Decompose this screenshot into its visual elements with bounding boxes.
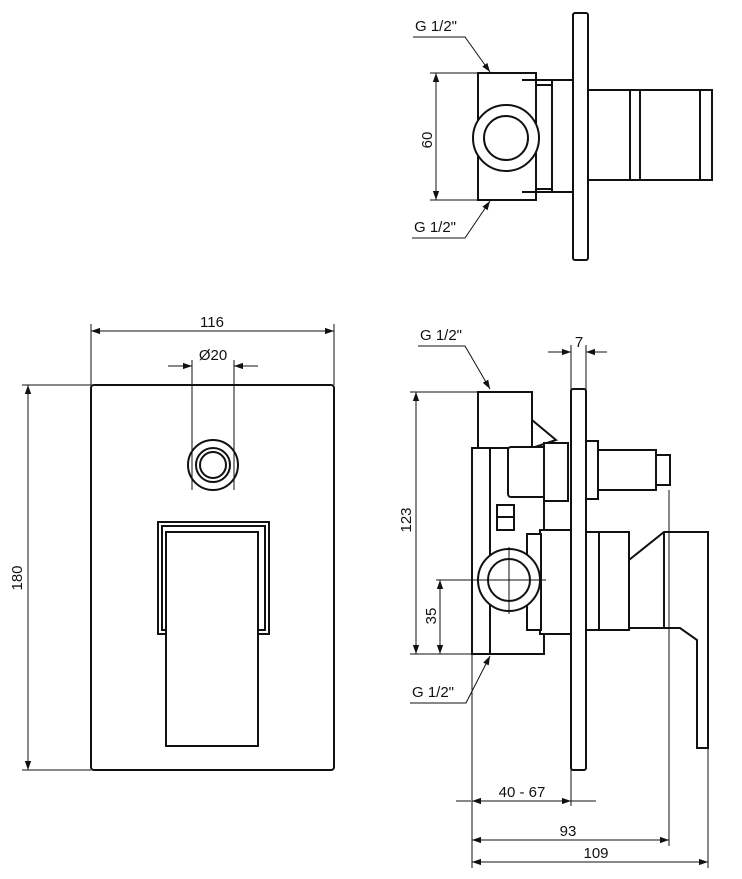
side-depth-range-label: 40 - 67 <box>499 784 546 801</box>
side-lever-body <box>585 531 630 631</box>
top-connector-outer <box>472 104 540 172</box>
side-diverter-knob <box>655 454 671 486</box>
top-wall-plate <box>572 12 589 261</box>
side-plate-label: 7 <box>575 334 583 351</box>
side-height-label: 123 <box>398 507 415 532</box>
front-width-label: 116 <box>200 314 224 331</box>
side-depth-93-label: 93 <box>560 823 577 840</box>
top-handle-stem <box>587 89 641 181</box>
top-g-upper-label: G 1/2" <box>415 18 457 35</box>
top-connector-inner <box>483 115 529 161</box>
top-handle <box>639 89 713 181</box>
front-height-label: 180 <box>9 565 26 590</box>
side-depth-109-label: 109 <box>583 845 608 862</box>
side-diverter-stem <box>585 440 599 500</box>
side-g-lower-label: G 1/2" <box>412 684 454 701</box>
top-g-lower-label: G 1/2" <box>414 219 456 236</box>
side-wall-plate <box>570 388 587 771</box>
top-view: 60 G 1/2" G 1/2" <box>412 12 713 261</box>
top-height-label: 60 <box>419 132 436 149</box>
side-offset-label: 35 <box>423 608 440 625</box>
front-diameter-label: Ø20 <box>199 347 227 364</box>
side-upper-inlet <box>477 391 533 449</box>
front-lever-handle <box>165 531 259 747</box>
side-lever-handle <box>628 531 709 749</box>
side-g-upper-label: G 1/2" <box>420 327 462 344</box>
front-view: 116 Ø20 180 <box>9 314 335 771</box>
side-view: 123 35 G 1/2" G 1/2" 7 40 - 67 93 109 <box>398 327 709 868</box>
